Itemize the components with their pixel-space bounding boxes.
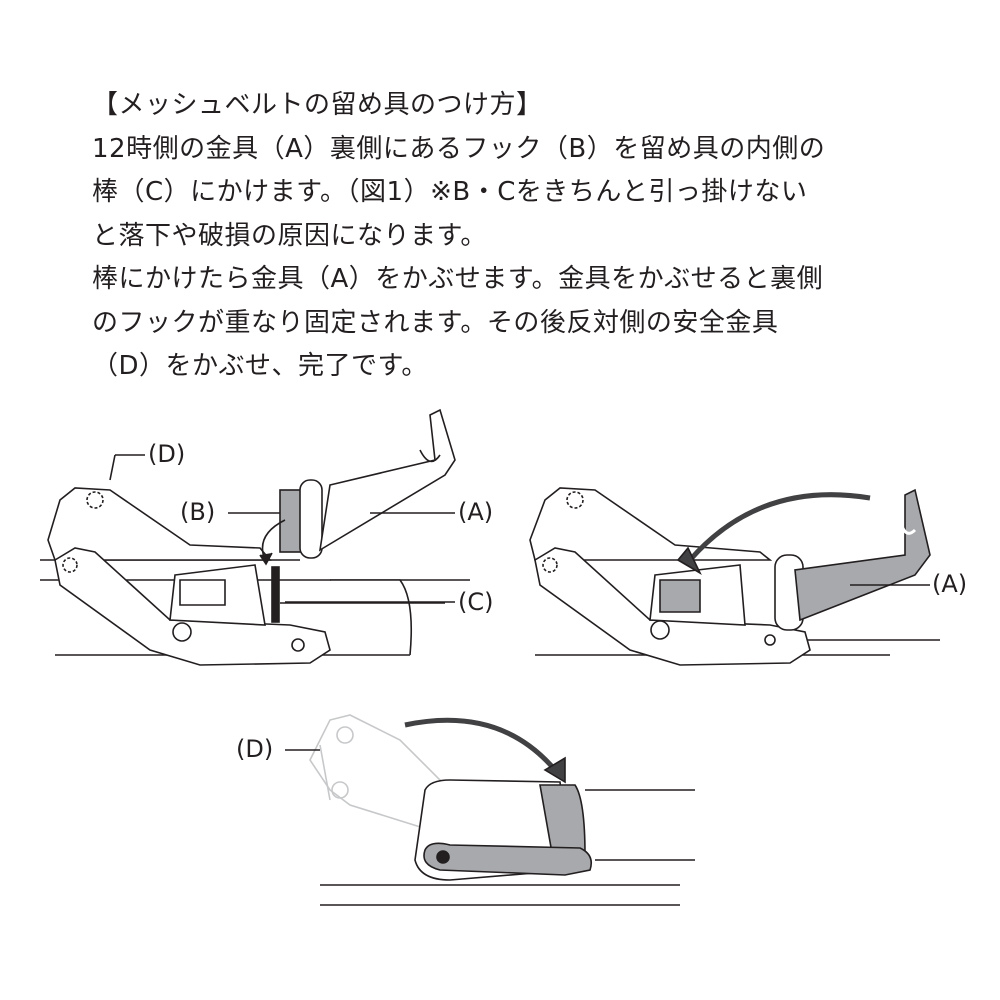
figure-1-buckle-open — [40, 408, 470, 666]
label-c-fig1: (C) — [458, 588, 494, 616]
instruction-line: 12時側の金具（A）裏側にあるフック（B）を留め具の内側の — [92, 133, 826, 164]
instruction-line: と落下や破損の原因になります。 — [92, 220, 487, 251]
instruction-line: （D）をかぶせ、完了です。 — [92, 351, 428, 381]
label-d-fig3: (D) — [236, 735, 274, 763]
label-d-fig1: (D) — [148, 440, 186, 468]
instructions-text: 【メッシュベルトの留め具のつけ方】 12時側の金具（A）裏側にあるフック（B）を… — [92, 84, 825, 389]
label-b-fig1: (B) — [180, 498, 216, 526]
instruction-line: のフックが重なり固定されます。その後反対側の安全金具 — [92, 307, 779, 338]
instruction-line: 棒（C）にかけます。（図1）※B・Cをきちんと引っ掛けない — [92, 177, 808, 207]
instruction-line: 棒にかけたら金具（A）をかぶせます。金具をかぶせると裏側 — [92, 264, 824, 294]
figure-3-buckle-closed — [285, 714, 695, 906]
instructions-title: 【メッシュベルトの留め具のつけ方】 — [92, 90, 543, 120]
label-a-fig2: (A) — [932, 570, 968, 598]
figure-2-buckle-closing — [529, 487, 940, 666]
label-a-fig1: (A) — [458, 498, 494, 526]
